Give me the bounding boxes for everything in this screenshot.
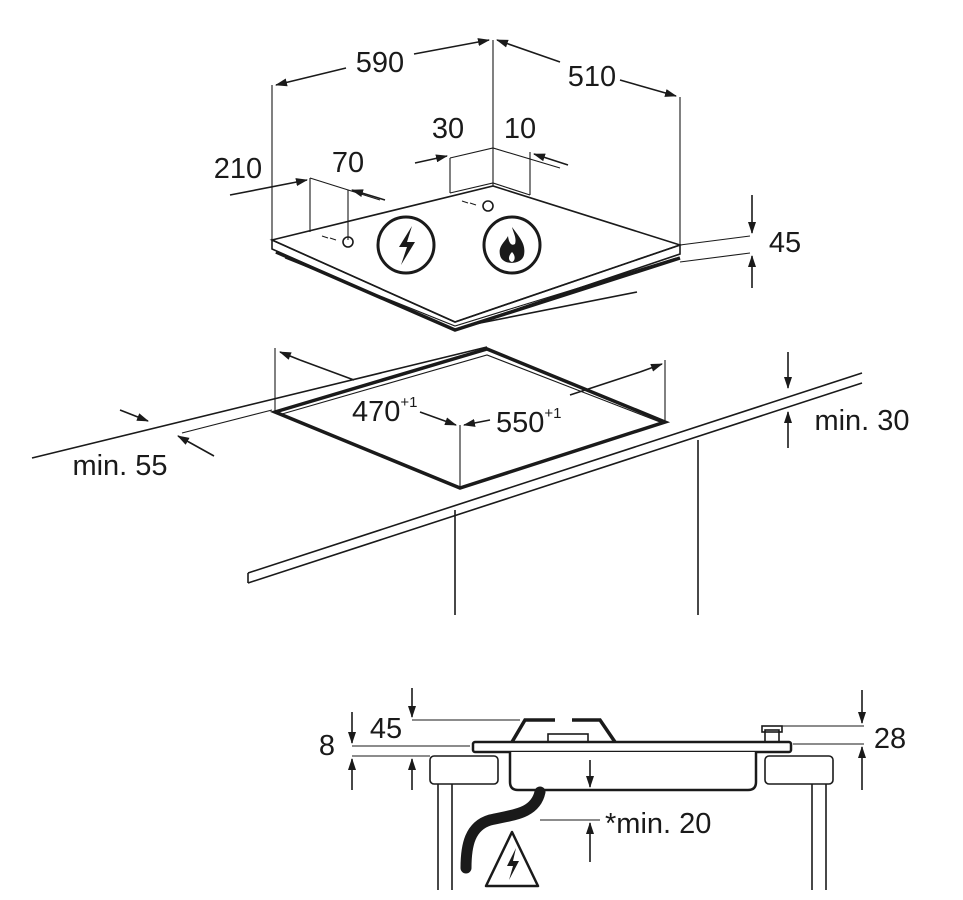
dim-hob-height: 45	[769, 227, 801, 259]
knob-right	[482, 200, 494, 212]
lightning-bolt-icon	[376, 215, 436, 275]
dim-front-min: min. 55	[72, 450, 167, 482]
flame-icon	[482, 215, 542, 275]
dim-knob-height: 28	[874, 723, 906, 755]
dim-hob-width: 590	[356, 47, 404, 79]
dim-clearance: *min. 20	[605, 808, 711, 840]
worktop-cutout: 470+1 550+1 min. 55 min. 30	[31, 346, 910, 615]
dim-hob-depth: 510	[568, 61, 616, 93]
section-view: 8 45 28 *min. 20	[319, 688, 906, 890]
dim-left-offset: 210	[214, 153, 262, 185]
dim-back-offset: 30	[432, 113, 464, 145]
electrical-warning-icon	[484, 830, 540, 888]
knob-left	[342, 236, 354, 248]
dim-cutout-width: 470+1	[352, 394, 418, 428]
dim-section-thickness: 8	[319, 730, 335, 762]
dim-back-min: min. 30	[814, 405, 909, 437]
hob-perspective: 590 510 30 10 210 70 45	[214, 38, 801, 332]
dim-section-top-gap: 45	[370, 713, 402, 745]
dim-left-inner: 70	[332, 147, 364, 179]
dim-cutout-depth: 550+1	[496, 405, 562, 439]
dim-back-inner: 10	[504, 113, 536, 145]
